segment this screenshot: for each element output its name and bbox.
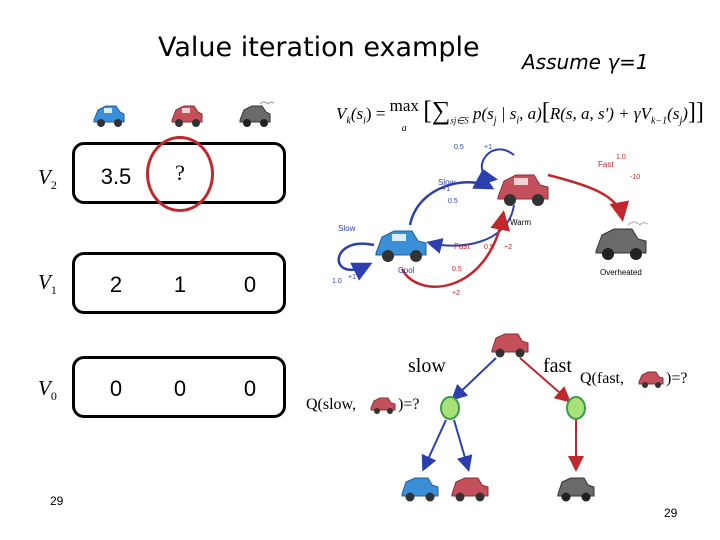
mdp-label-fast-top: Fast — [598, 160, 614, 169]
arrow-warm-to-overheated — [547, 173, 630, 222]
cool-car-icon — [93, 105, 125, 127]
row-box-v0 — [72, 356, 286, 418]
slide-title: Value iteration example — [158, 32, 480, 63]
edge-slow-cool — [421, 419, 447, 472]
mdp-num-6: -10 — [630, 174, 640, 181]
mdp-label-slow-left: Slow — [338, 224, 356, 233]
q-slow-suffix: )=? — [398, 396, 420, 413]
mdp-diagram: Slow Slow Fast Fast Cool Warm Overheated… — [332, 144, 649, 297]
row-label-v0: V0 — [38, 376, 57, 404]
mdp-num-3: +1 — [442, 186, 450, 193]
tree-leaf-warm-car-icon — [451, 477, 489, 502]
cell-v0-overheated: 0 — [243, 376, 257, 401]
q-fast-suffix: )=? — [666, 370, 688, 387]
mdp-num-12: +1 — [348, 274, 356, 281]
overheated-car-icon — [239, 101, 275, 127]
mdp-label-slow-top: Slow — [438, 178, 456, 187]
edge-root-fast — [519, 357, 572, 403]
cell-v2-cool: 3.5 — [100, 164, 132, 189]
search-tree — [370, 333, 664, 502]
tree-leaf-overheated-car-icon — [557, 477, 595, 502]
mdp-num-1: 0.5 — [454, 144, 464, 151]
q-fast-warm-car-icon — [638, 371, 664, 388]
tree-leaf-cool-car-icon — [401, 477, 439, 502]
mdp-label-fast-mid: Fast — [454, 242, 470, 251]
tree-label-slow: slow — [408, 355, 446, 377]
page-number-left: 29 — [50, 494, 64, 508]
cell-v1-cool: 2 — [109, 272, 123, 297]
chance-node-fast — [566, 396, 586, 420]
row-label-v1: V1 — [38, 270, 57, 298]
highlight-circle — [146, 136, 214, 212]
chance-node-slow — [440, 396, 460, 420]
row-label-v2: V2 — [38, 165, 57, 193]
arrow-warm-to-cool-slow — [426, 204, 515, 254]
arrow-cool-to-warm-fast — [400, 210, 511, 288]
tree-root-warm-car-icon — [491, 333, 529, 358]
cell-v1-overheated: 0 — [243, 272, 257, 297]
mdp-num-7: 0.5 — [484, 244, 494, 251]
mdp-num-8: +2 — [504, 244, 512, 251]
assumption-note: Assume γ=1 — [522, 50, 649, 74]
mdp-num-10: +2 — [452, 290, 460, 297]
cell-v0-cool: 0 — [109, 376, 123, 401]
mdp-num-11: 1.0 — [332, 278, 342, 285]
row-box-v1 — [72, 252, 286, 314]
q-fast-text: Q(fast, — [580, 370, 624, 387]
mdp-label-warm: Warm — [510, 218, 531, 227]
cell-v1-warm: 1 — [173, 272, 187, 297]
mdp-overheated-car-icon — [595, 221, 649, 260]
arrow-cool-self-slow — [337, 242, 375, 281]
mdp-warm-car-icon — [497, 174, 549, 206]
warm-car-icon — [171, 105, 203, 127]
mdp-num-4: 0.5 — [448, 198, 458, 205]
table-header-cars — [93, 101, 275, 127]
edge-root-slow — [451, 357, 497, 401]
mdp-num-5: 1.0 — [616, 154, 626, 161]
mdp-label-overheated: Overheated — [600, 268, 642, 277]
tree-label-fast: fast — [543, 355, 572, 377]
cell-v0-warm: 0 — [173, 376, 187, 401]
mdp-label-cool: Cool — [398, 266, 415, 275]
edge-slow-warm — [453, 419, 473, 472]
q-slow-warm-car-icon — [370, 397, 396, 414]
arrow-warm-self-slow — [480, 148, 515, 186]
mdp-cool-car-icon — [375, 230, 427, 262]
page-number-right: 29 — [664, 506, 678, 520]
q-slow-text: Q(slow, — [306, 396, 357, 413]
mdp-num-2: +1 — [484, 144, 492, 151]
mdp-num-9: 0.5 — [452, 266, 462, 273]
